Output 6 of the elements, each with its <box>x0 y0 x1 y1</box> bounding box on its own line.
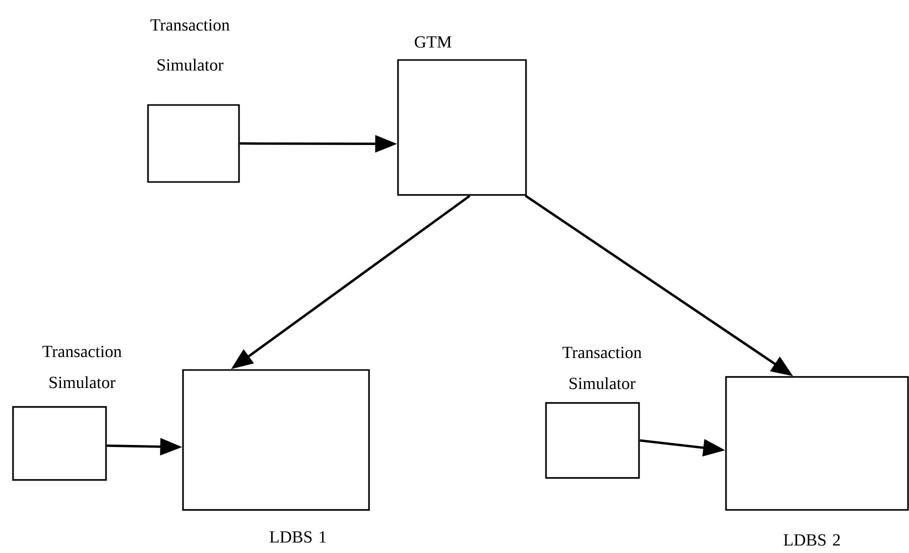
box-label: LDBS 1 <box>270 531 326 543</box>
box-label: Transaction Simulator <box>42 346 122 388</box>
box-label: Transaction Simulator <box>562 346 642 390</box>
box-label: Transaction Simulator <box>150 19 230 71</box>
box-label: GTM <box>414 36 452 48</box>
box-label: LDBS 2 <box>784 534 840 546</box>
